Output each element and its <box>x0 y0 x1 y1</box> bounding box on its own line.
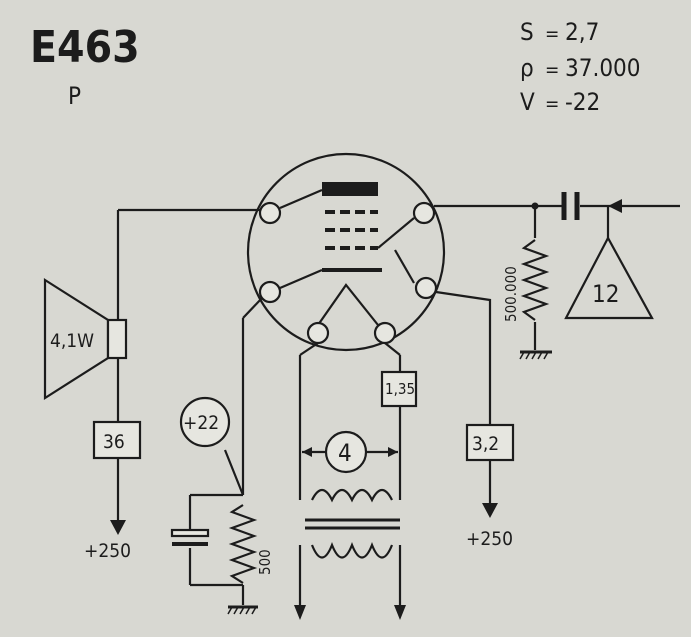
right-supply-label: +250 <box>466 528 513 550</box>
grid-ground-icon <box>519 350 552 360</box>
heater-filament <box>317 283 379 326</box>
param-s-symbol: S <box>520 18 534 46</box>
internal-wiring <box>279 188 415 290</box>
param-rho-value: 37.000 <box>565 54 641 82</box>
param-rho-op: = <box>545 59 559 81</box>
heater-current-box <box>380 370 418 408</box>
grid-electrodes <box>325 210 378 250</box>
right-supply-arrow <box>482 503 498 518</box>
param-rho-symbol: ρ <box>520 54 534 82</box>
param-v-value: -22 <box>565 88 600 116</box>
param-s-value: 2,7 <box>565 18 599 46</box>
param-s-op: = <box>545 23 559 45</box>
heater-voltage: 4 <box>338 439 352 467</box>
cathode-resistor <box>228 504 258 584</box>
speaker-magnet <box>106 318 128 360</box>
cathode-voltage-circle <box>179 396 231 448</box>
screen-current-box <box>465 423 515 462</box>
speaker-current-box <box>92 420 142 460</box>
tube-title: E463 <box>30 22 140 73</box>
heater-span-arrow-right <box>388 447 398 457</box>
screen-wiring <box>435 290 492 505</box>
cathode-capacitor <box>170 528 210 546</box>
left-supply-arrow <box>110 520 126 535</box>
speaker-current: 36 <box>103 431 125 453</box>
screen-current: 3,2 <box>472 433 499 455</box>
input-signal-triangle <box>564 235 654 320</box>
tube-envelope <box>246 152 446 352</box>
anode-plate <box>322 182 378 196</box>
cathode-voltage: +22 <box>183 412 219 434</box>
heater-voltage-circle <box>324 430 368 474</box>
speaker-label: 4,1W <box>50 330 94 352</box>
input-signal: 12 <box>592 280 619 308</box>
grid-resistor <box>520 239 550 321</box>
tube-subtitle: P <box>68 82 81 110</box>
cathode-ground-icon <box>227 605 258 615</box>
param-v-symbol: V <box>520 88 535 116</box>
param-s: S = 2,7 <box>520 18 599 46</box>
param-v: V = -22 <box>520 88 600 116</box>
tube-pins <box>258 201 438 345</box>
heater-span-arrow-left <box>302 447 312 457</box>
grid-input-wiring <box>434 204 680 350</box>
param-v-op: = <box>545 93 559 115</box>
input-arrow <box>608 199 622 213</box>
grid-junction-dot <box>531 202 539 210</box>
left-supply-label: +250 <box>84 540 131 562</box>
cathode-wiring <box>188 297 263 605</box>
cathode-resistor-value: 500 <box>256 549 274 575</box>
heater-wiring <box>298 342 402 500</box>
param-rho: ρ = 37.000 <box>520 54 641 82</box>
grid-resistor-value: 500.000 <box>502 266 520 322</box>
heater-current: 1,35 <box>385 380 415 398</box>
heater-transformer <box>294 488 406 620</box>
anode-wiring <box>116 208 260 520</box>
coupling-capacitor <box>561 192 580 220</box>
